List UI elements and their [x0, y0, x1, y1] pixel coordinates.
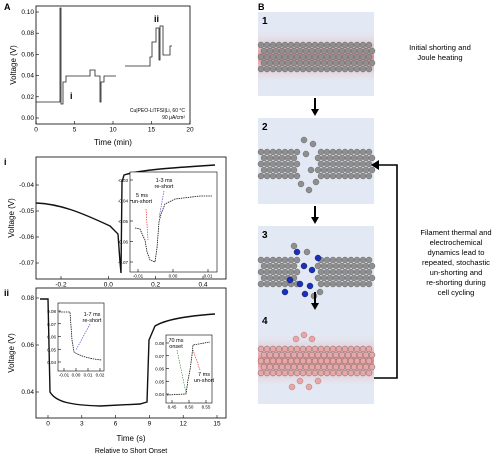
panel-ii-xtick: 0 — [46, 421, 50, 428]
panel-i-xtick: 0.2 — [151, 282, 160, 289]
panel-i-plot: -0.04 -0.05 -0.06 -0.07 -0.2 0.0 0.2 0.4 -0.03… — [19, 156, 227, 289]
panel-a-xtick: 0 — [34, 127, 38, 134]
schematic-step-4: 4 — [257, 312, 376, 404]
panel-ii-ytick: 0.06 — [21, 342, 34, 349]
panel-ii-xtick: 12 — [180, 421, 188, 428]
panel-ii-inset-left-xtick: 0.01 — [84, 373, 93, 378]
panel-a-plot: 0.10 0.08 0.06 0.04 0.02 0.00 0 5 10 15 20 i ii C… — [21, 5, 194, 134]
panel-ii-inset-left-ytick: 0.08 — [47, 309, 56, 314]
panel-letter-a: A — [4, 2, 11, 12]
panel-a-xlabel: Time (min) — [94, 138, 132, 147]
panel-i-ytick: -0.07 — [19, 260, 34, 267]
panel-ii-inset-left-ytick: 0.04 — [47, 360, 56, 365]
condition-line2: 90 μA/cm² — [162, 115, 185, 121]
step-number-1: 1 — [262, 16, 268, 27]
panel-ii-trace — [40, 298, 216, 407]
panel-ii-xsublabel: Relative to Short Onset — [95, 448, 167, 455]
panel-a-ytick: 0.02 — [21, 94, 34, 101]
panel-a-xtick: 20 — [186, 127, 194, 134]
panel-ii-inset-right-ytick: 0.06 — [155, 367, 164, 372]
panel-ii-inset-left-xtick: -0.01 — [59, 373, 70, 378]
panel-ii-ylabel: Voltage (V) — [7, 333, 16, 373]
schematic-step-1: 1 — [257, 12, 376, 96]
panel-a-ytick: 0.06 — [21, 51, 34, 58]
panel-ii-inset-left-ytick: 0.06 — [47, 335, 56, 340]
panel-i-label: i — [4, 157, 7, 167]
panel-i-ytick: -0.04 — [19, 182, 34, 189]
step-number-3: 3 — [262, 230, 268, 241]
feedback-arrow — [371, 160, 398, 379]
panel-i-xtick: 0.0 — [104, 282, 113, 289]
panel-i-inset-ytick: -0.03 — [118, 178, 129, 183]
panel-i-inset-xtick: 0.00 — [169, 274, 178, 279]
panel-ii-inset-right-ytick: 0.07 — [155, 354, 164, 359]
panel-ii-ytick: 0.08 — [21, 295, 34, 302]
panel-ii-inset-right-ytick: 0.08 — [155, 341, 164, 346]
panel-ii-inset-left-ytick: 0.05 — [47, 347, 56, 352]
panel-i-trace — [35, 164, 216, 274]
panel-a-ytick: 0.10 — [21, 9, 34, 16]
panel-ii-inset-right-ytick: 0.04 — [155, 392, 164, 397]
panel-i-ytick: -0.05 — [19, 208, 34, 215]
panel-ii-ytick: 0.04 — [21, 389, 34, 396]
panel-ii-inset-right — [165, 334, 213, 404]
panel-i-inset-ytick: -0.06 — [118, 240, 129, 245]
panel-ii-inset-left-ytick: 0.07 — [47, 322, 56, 327]
panel-ii-xtick: 6 — [114, 421, 118, 428]
flow-arrows — [311, 98, 319, 310]
panel-i-inset — [129, 171, 218, 273]
panel-ii-xtick: 15 — [213, 421, 221, 428]
panel-ii-inset-right-ytick: 0.05 — [155, 379, 164, 384]
panel-ii-inset-left-xtick: 0.02 — [96, 373, 105, 378]
marker-ii: ii — [154, 14, 159, 24]
schematic-step-3: 3 — [257, 226, 376, 312]
panel-letter-b: B — [258, 2, 265, 12]
panel-a-ytick: 0.00 — [21, 115, 34, 122]
panel-a-ytick: 0.08 — [21, 30, 34, 37]
panel-i-inset-ytick: -0.05 — [118, 219, 129, 224]
panel-a-xtick: 15 — [148, 127, 156, 134]
panel-i-inset-ytick: -0.07 — [118, 260, 129, 265]
panel-a-xtick: 10 — [109, 127, 117, 134]
panel-ii-xtick: 9 — [148, 421, 152, 428]
panel-ii-plot: 0.08 0.06 0.04 0 3 6 9 12 15 0.08 0.07 0.06 0.05 0.… — [21, 287, 227, 428]
schematic-step-2: 2 — [257, 118, 376, 204]
panel-ii-xlabel: Time (s) — [116, 434, 145, 443]
step-number-4: 4 — [262, 316, 268, 327]
panel-i-inset-trace — [134, 195, 212, 263]
panel-a-ylabel: Voltage (V) — [9, 45, 18, 85]
step-number-2: 2 — [262, 122, 268, 133]
panel-ii-inset-right-xtick: 8.55 — [202, 405, 211, 410]
panel-i-ylabel: Voltage (V) — [7, 198, 16, 238]
panel-a-xtick: 5 — [73, 127, 77, 134]
panel-i-xtick: -0.2 — [55, 282, 67, 289]
panel-ii-inset-right-xtick: 8.50 — [185, 405, 194, 410]
panel-ii-inset-left-xtick: 0.00 — [72, 373, 81, 378]
panel-i-inset-xtick: 0.01 — [204, 274, 213, 279]
marker-i: i — [70, 91, 73, 101]
panel-ii-label: ii — [4, 288, 9, 298]
panel-a-ytick: 0.04 — [21, 73, 34, 80]
panel-i-inset-ytick: -0.04 — [118, 199, 129, 204]
panel-a-voltage-trace — [36, 7, 172, 105]
condition-line1: Cu|PEO-LiTFSI|Li, 60 °C — [130, 108, 186, 114]
panel-ii-inset-right-xtick: 8.45 — [168, 405, 177, 410]
panel-i-ytick: -0.06 — [19, 234, 34, 241]
panel-ii-xtick: 3 — [80, 421, 84, 428]
panel-i-inset-xtick: -0.01 — [133, 274, 144, 279]
panel-i-xtick: 0.4 — [198, 282, 207, 289]
